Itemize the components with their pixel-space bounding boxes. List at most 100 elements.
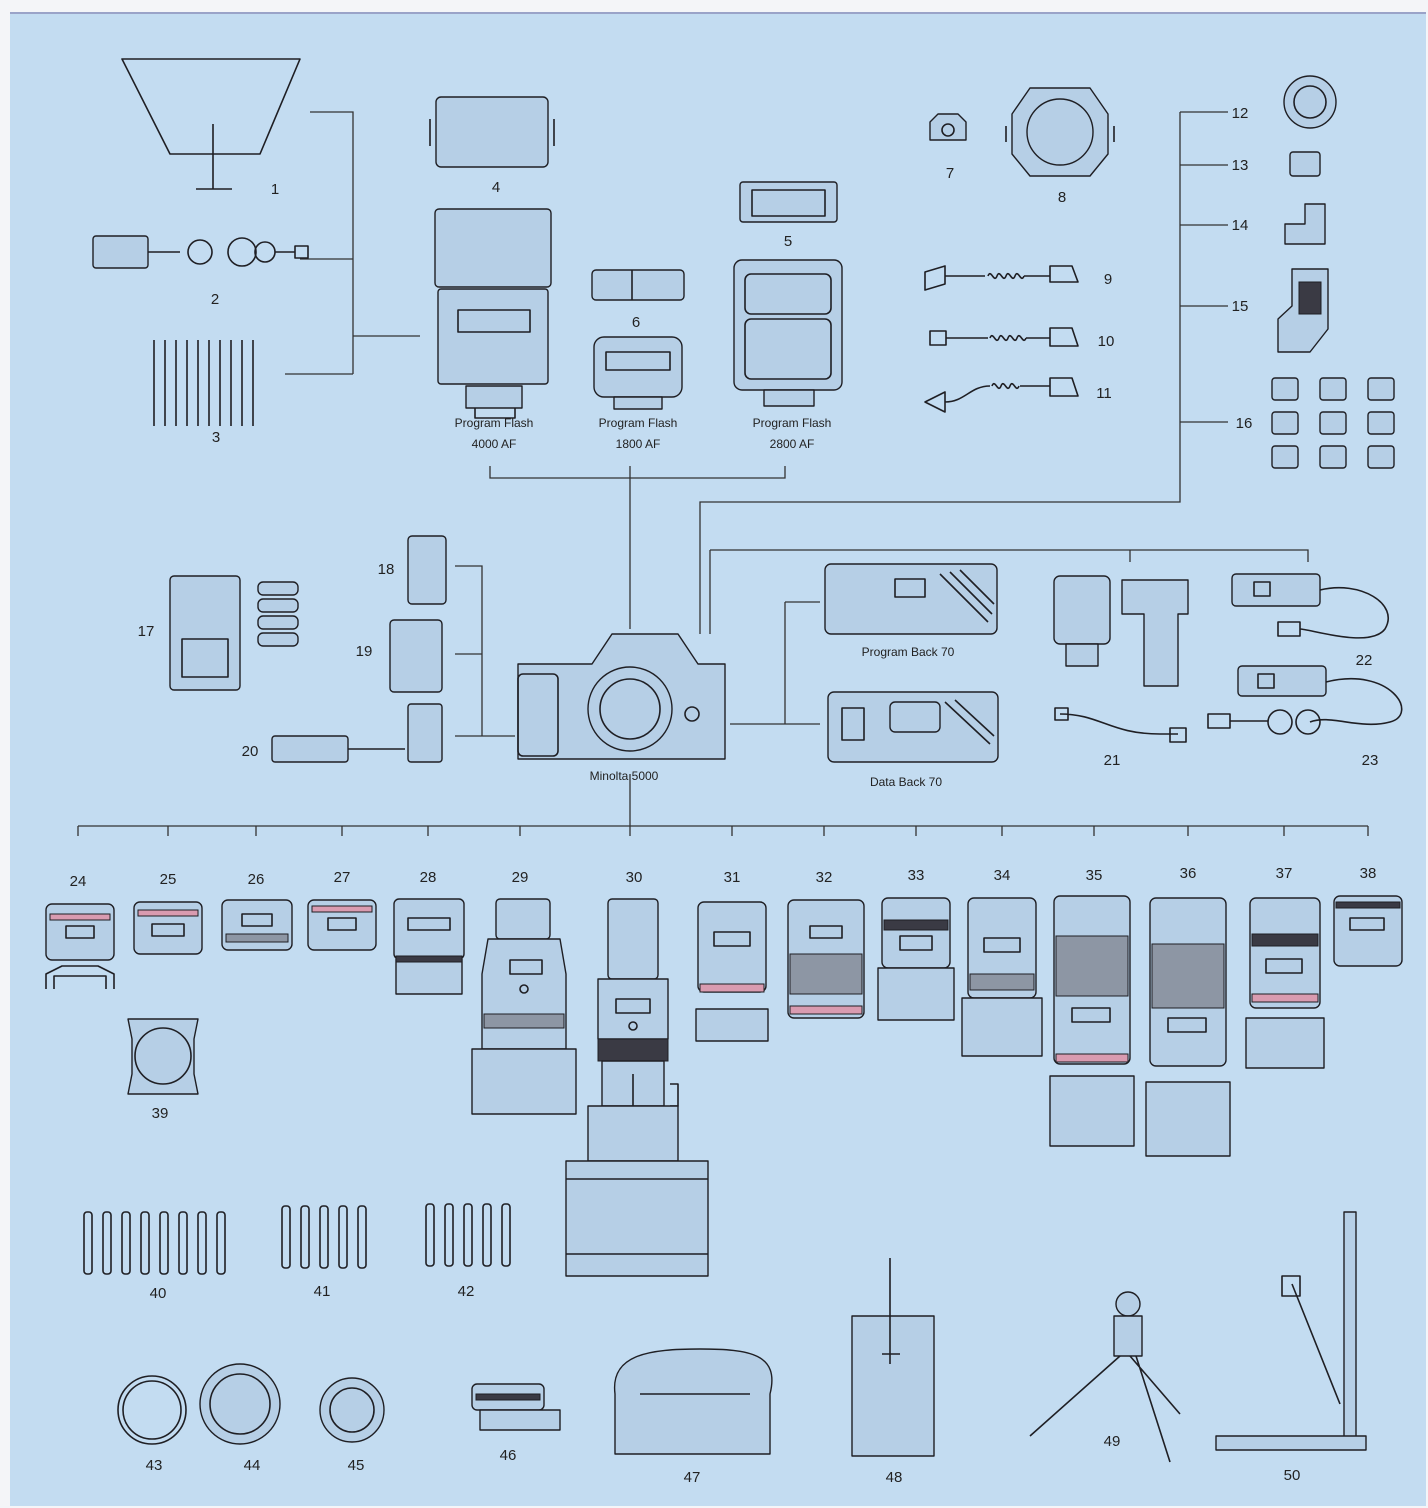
item-13-adapter <box>1289 151 1321 177</box>
data-back-70 <box>827 691 999 763</box>
label-26: 26 <box>248 871 265 888</box>
label-24: 24 <box>70 873 87 890</box>
label-39: 39 <box>152 1105 169 1122</box>
lens-38 <box>1333 895 1403 967</box>
flash-2800-af <box>733 259 843 407</box>
label-22: 22 <box>1356 652 1373 669</box>
number-labels: 1 2 3 4 5 6 7 8 9 10 11 12 13 14 15 16 1… <box>70 105 1379 1486</box>
item-5-wide-panel <box>739 181 838 223</box>
connector-lines <box>77 111 1369 836</box>
caption-flash-1800-line2: 1800 AF <box>616 437 661 451</box>
item-4-wide-panel <box>429 96 555 168</box>
label-35: 35 <box>1086 867 1103 884</box>
label-29: 29 <box>512 869 529 886</box>
item-18-battery-holder <box>407 535 447 605</box>
label-25: 25 <box>160 871 177 888</box>
program-back-70 <box>824 563 998 635</box>
item-44-body-cap <box>199 1363 281 1445</box>
item-10-cord <box>929 327 1079 347</box>
label-30: 30 <box>626 869 643 886</box>
item-6-panel <box>591 269 685 301</box>
label-46: 46 <box>500 1447 517 1464</box>
item-45-lens-cap <box>319 1377 385 1443</box>
item-2-cable <box>92 235 309 269</box>
label-23: 23 <box>1362 752 1379 769</box>
lens-36 <box>1145 897 1231 1157</box>
item-22-remote-cord <box>1231 573 1389 639</box>
label-43: 43 <box>146 1457 163 1474</box>
item-39-lens-hood <box>127 1018 199 1095</box>
label-27: 27 <box>334 869 351 886</box>
lens-31 <box>695 901 769 1042</box>
item-41-filter-set <box>281 1205 367 1269</box>
label-49: 49 <box>1104 1433 1121 1450</box>
item-1-diffuser <box>121 58 301 190</box>
caption-camera: Minolta 5000 <box>590 769 659 783</box>
item-40-filter-set <box>83 1211 226 1275</box>
lens-33 <box>877 897 955 1021</box>
lens-37 <box>1245 897 1325 1069</box>
label-8: 8 <box>1058 189 1066 206</box>
lens-24 <box>45 903 115 989</box>
item-49-tripod <box>1029 1291 1181 1463</box>
label-33: 33 <box>908 867 925 884</box>
label-2: 2 <box>211 291 219 308</box>
label-13: 13 <box>1232 157 1249 174</box>
item-8-ring-flash <box>1005 87 1115 177</box>
label-6: 6 <box>632 314 640 331</box>
label-5: 5 <box>784 233 792 250</box>
label-14: 14 <box>1232 217 1249 234</box>
item-9-cord <box>924 265 1079 291</box>
item-46-adapter <box>471 1383 561 1431</box>
item-14-magnifier <box>1284 203 1326 245</box>
label-12: 12 <box>1232 105 1249 122</box>
item-11-cord <box>924 377 1079 413</box>
lens-row <box>45 895 1403 1277</box>
lens-28 <box>393 898 465 995</box>
item-12-eyecup <box>1283 75 1337 129</box>
item-19-battery-pack <box>389 619 443 693</box>
item-48-stand <box>851 1258 935 1457</box>
system-chart-diagram: 1 2 3 4 5 6 7 8 9 10 11 12 13 14 15 16 1… <box>45 58 1403 1486</box>
captions: Program Flash 4000 AF Program Flash 1800… <box>455 416 955 789</box>
label-38: 38 <box>1360 865 1377 882</box>
label-36: 36 <box>1180 865 1197 882</box>
label-50: 50 <box>1284 1467 1301 1484</box>
item-3-filter-set <box>153 340 254 426</box>
label-20: 20 <box>242 743 259 760</box>
item-50-copy-stand <box>1215 1211 1367 1451</box>
label-9: 9 <box>1104 271 1112 288</box>
label-19: 19 <box>356 643 373 660</box>
lens-27 <box>307 899 377 951</box>
label-10: 10 <box>1098 333 1115 350</box>
label-44: 44 <box>244 1457 261 1474</box>
label-1: 1 <box>271 181 279 198</box>
lens-25 <box>133 901 203 955</box>
flash-1800-af <box>593 336 683 410</box>
item-20-external-battery <box>271 703 443 763</box>
item-47-case <box>613 1348 773 1455</box>
label-28: 28 <box>420 869 437 886</box>
label-3: 3 <box>212 429 220 446</box>
label-41: 41 <box>314 1283 331 1300</box>
label-15: 15 <box>1232 298 1249 315</box>
label-45: 45 <box>348 1457 365 1474</box>
label-48: 48 <box>886 1469 903 1486</box>
caption-flash-1800-line1: Program Flash <box>599 416 678 430</box>
label-34: 34 <box>994 867 1011 884</box>
camera-body <box>517 633 726 760</box>
lens-32 <box>787 899 865 1019</box>
caption-flash-2800-line2: 2800 AF <box>770 437 815 451</box>
label-16: 16 <box>1236 415 1253 432</box>
label-7: 7 <box>946 165 954 182</box>
caption-flash-2800-line1: Program Flash <box>753 416 832 430</box>
lens-29 <box>471 898 577 1115</box>
label-17: 17 <box>138 623 155 640</box>
label-18: 18 <box>378 561 395 578</box>
lens-34 <box>961 897 1043 1057</box>
label-32: 32 <box>816 869 833 886</box>
label-4: 4 <box>492 179 500 196</box>
caption-program-back: Program Back 70 <box>862 645 955 659</box>
item-43-ring <box>117 1375 187 1445</box>
label-37: 37 <box>1276 865 1293 882</box>
